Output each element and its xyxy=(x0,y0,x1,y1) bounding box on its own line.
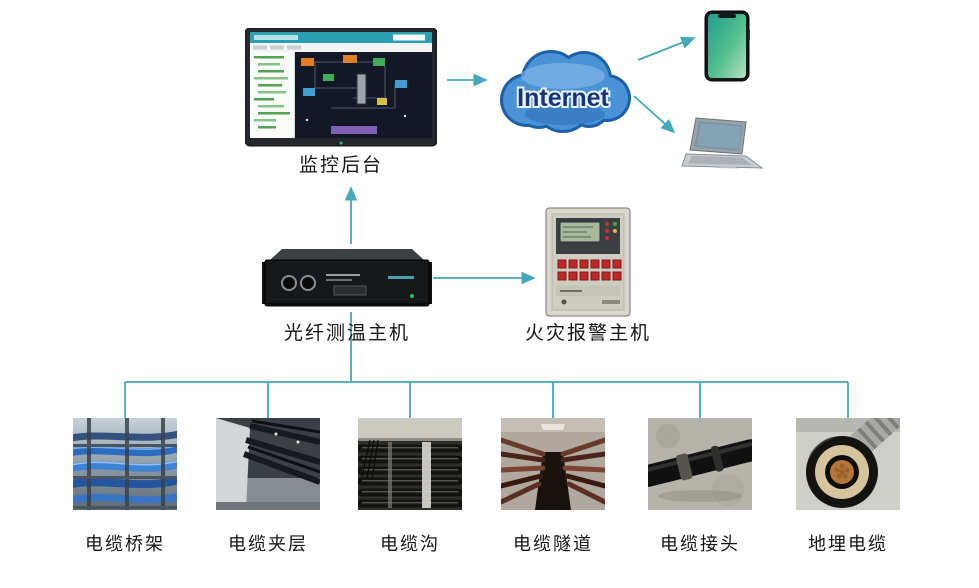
monitor-label: 监控后台 xyxy=(298,155,384,176)
bus-lines xyxy=(124,312,849,418)
cable-mezzanine-image xyxy=(216,418,320,510)
cable-mezzanine-photo xyxy=(216,418,320,510)
cable-tray-label: 电缆桥架 xyxy=(85,534,165,554)
laptop-node xyxy=(680,116,766,174)
phone-node xyxy=(704,10,750,82)
smartphone-image xyxy=(704,10,750,82)
cable-mezzanine-label: 电缆夹层 xyxy=(228,534,308,554)
laptop-image xyxy=(681,117,764,169)
fire-alarm-node xyxy=(544,206,632,318)
fiber-host-image xyxy=(262,249,432,307)
buried-cable-image xyxy=(796,418,900,510)
cable-trench-image xyxy=(358,418,462,510)
fire-alarm-label: 火灾报警主机 xyxy=(524,323,652,344)
fiber-host-node xyxy=(262,246,432,312)
internet-cloud: Internet xyxy=(500,50,631,133)
cable-joint-label: 电缆接头 xyxy=(660,534,740,554)
cable-joint-photo xyxy=(648,418,752,510)
cable-tray-photo xyxy=(73,418,177,510)
internet-node: Internet xyxy=(487,46,639,134)
monitor-node xyxy=(245,28,437,150)
cable-trench-photo xyxy=(358,418,462,510)
arrow-internet-to-laptop xyxy=(633,95,676,134)
fiber-host-label: 光纤测温主机 xyxy=(283,323,411,344)
cable-tunnel-photo xyxy=(501,418,605,510)
cable-tray-image xyxy=(73,418,177,510)
arrow-internet-to-phone xyxy=(637,36,696,61)
cable-tunnel-image xyxy=(501,418,605,510)
cable-tunnel-label: 电缆隧道 xyxy=(513,534,593,554)
cable-joint-image xyxy=(648,418,752,510)
fire-alarm-panel-image xyxy=(545,207,631,317)
buried-cable-photo xyxy=(796,418,900,510)
buried-cable-label: 地埋电缆 xyxy=(808,534,888,554)
cable-trench-label: 电缆沟 xyxy=(380,534,440,554)
monitor-screen-image xyxy=(245,28,437,147)
internet-label: Internet xyxy=(517,84,609,112)
